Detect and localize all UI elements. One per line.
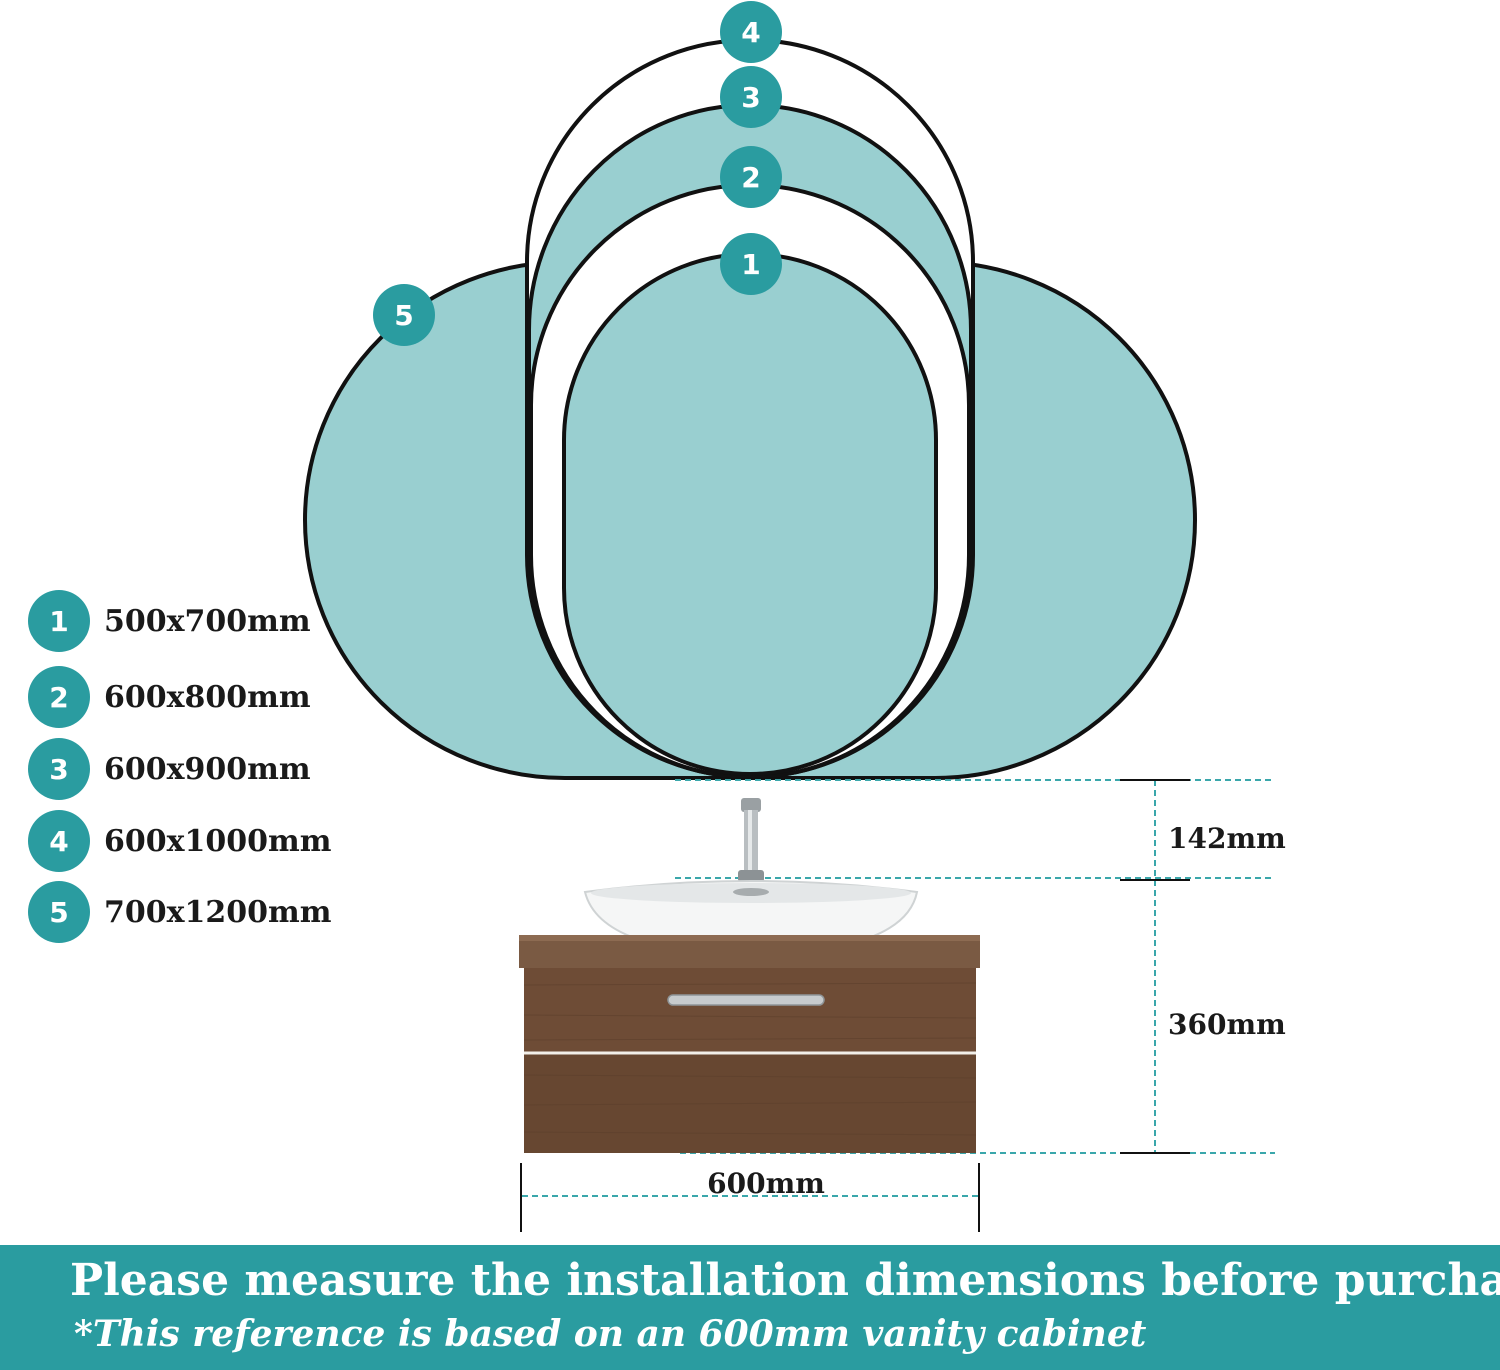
info-banner: Please measure the installation dimensio… bbox=[0, 1245, 1500, 1370]
legend-label-5: 700x1200mm bbox=[104, 894, 332, 930]
mirror-badge-1: 1 bbox=[720, 233, 782, 295]
mirror-badge-5-label: 5 bbox=[394, 299, 413, 332]
legend-item-2: 2 600x800mm bbox=[28, 666, 388, 728]
mirror-badge-2-label: 2 bbox=[741, 161, 760, 194]
banner-title: Please measure the installation dimensio… bbox=[70, 1255, 1500, 1306]
legend-badge-5: 5 bbox=[28, 881, 90, 943]
legend-label-3: 600x900mm bbox=[104, 751, 311, 787]
cabinet-height-label: 360mm bbox=[1168, 1008, 1286, 1041]
mirror-1-shape bbox=[562, 252, 938, 776]
mirror-size-diagram: 4 3 2 1 5 bbox=[303, 1, 1286, 1232]
mirror-badge-3-label: 3 bbox=[741, 81, 760, 114]
legend-item-3: 3 600x900mm bbox=[28, 738, 388, 800]
banner-subtitle: *This reference is based on an 600mm van… bbox=[74, 1313, 1147, 1355]
legend-item-5: 5 700x1200mm bbox=[28, 881, 388, 943]
legend-label-4: 600x1000mm bbox=[104, 823, 332, 859]
mirror-badge-4: 4 bbox=[720, 1, 782, 63]
mirror-badge-2: 2 bbox=[720, 146, 782, 208]
legend-badge-3: 3 bbox=[28, 738, 90, 800]
legend-label-1: 500x700mm bbox=[104, 603, 311, 639]
legend-badge-1: 1 bbox=[28, 590, 90, 652]
legend-item-1: 1 500x700mm bbox=[28, 590, 388, 652]
legend-badge-2: 2 bbox=[28, 666, 90, 728]
mirror-badge-4-label: 4 bbox=[741, 16, 760, 49]
vanity-cabinet-illustration bbox=[519, 935, 980, 1153]
legend-item-4: 4 600x1000mm bbox=[28, 810, 388, 872]
cabinet-width-label: 600mm bbox=[707, 1167, 825, 1200]
mirror-badge-5: 5 bbox=[373, 284, 435, 346]
legend-label-2: 600x800mm bbox=[104, 679, 311, 715]
mirror-badge-3: 3 bbox=[720, 66, 782, 128]
mirror-badge-1-label: 1 bbox=[741, 248, 760, 281]
gap-dimension-label: 142mm bbox=[1168, 822, 1286, 855]
faucet-illustration bbox=[738, 798, 764, 885]
legend-badge-4: 4 bbox=[28, 810, 90, 872]
dimension-ticks bbox=[520, 779, 1190, 1232]
